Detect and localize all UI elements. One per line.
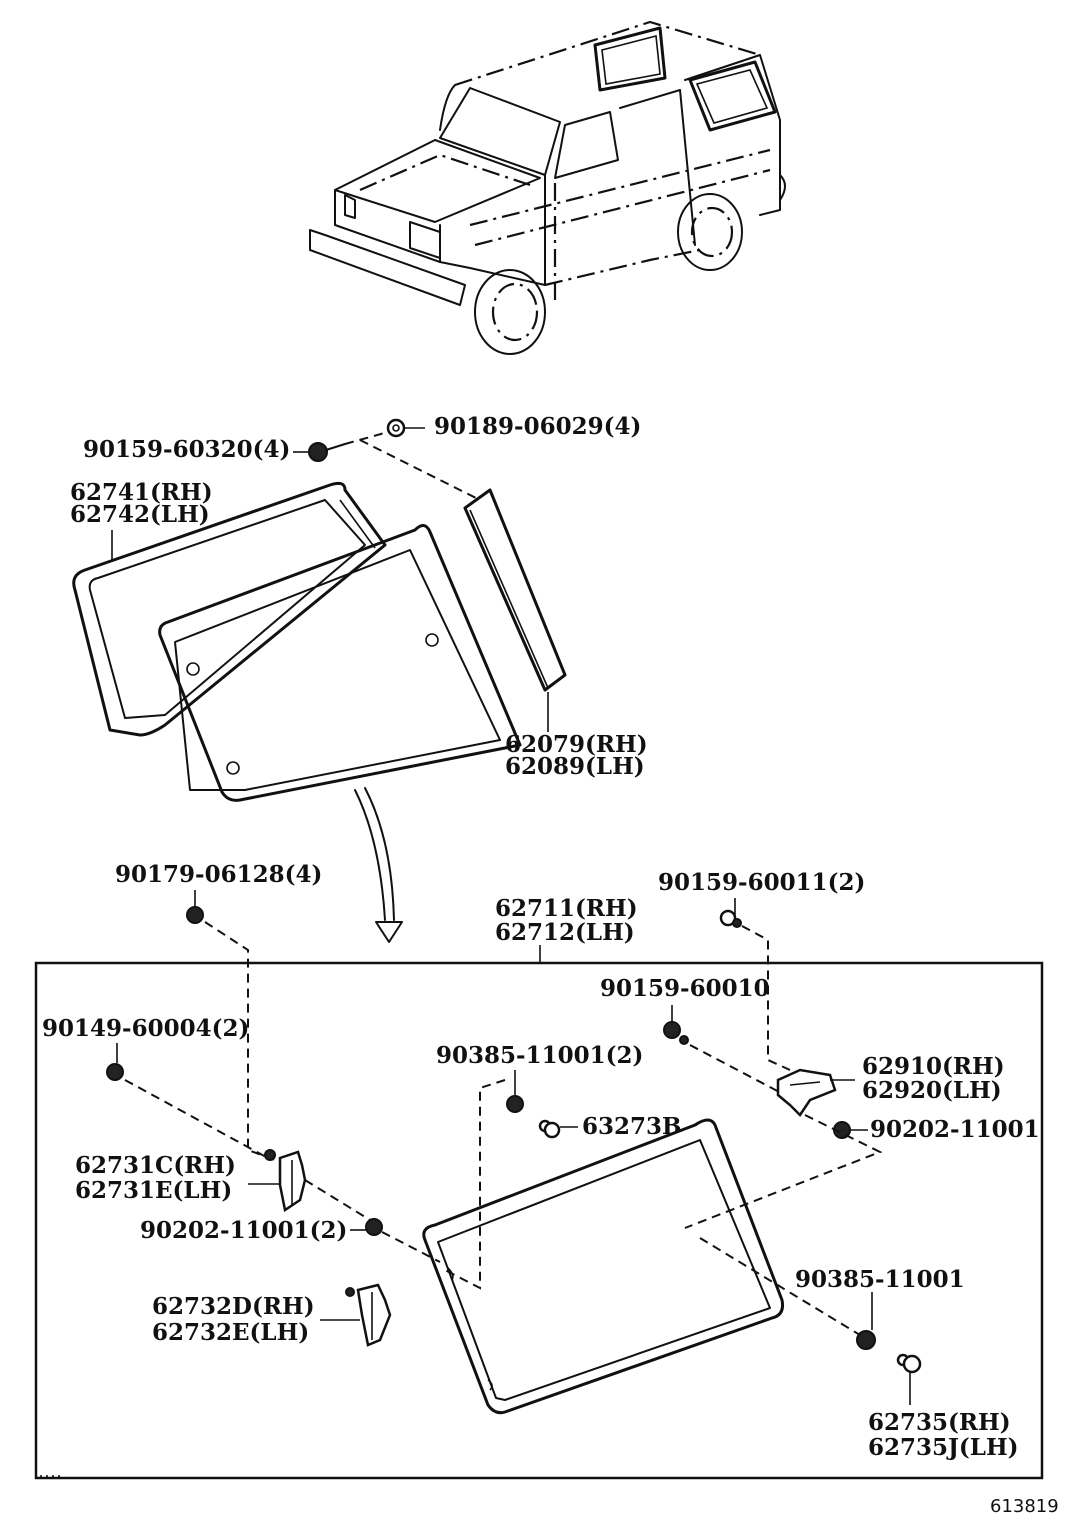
label-62910: 62910(RH): [862, 1053, 1005, 1080]
label-62712: 62712(LH): [495, 919, 635, 946]
label-90385-11001: 90385-11001: [795, 1266, 965, 1293]
hinge-62910-icon: [776, 1068, 837, 1117]
weatherstrip-62741-icon: [72, 481, 387, 737]
label-62711: 62711(RH): [495, 895, 638, 922]
label-90149-60004: 90149-60004(2): [42, 1015, 249, 1042]
grommet-63273B-icon: [538, 1119, 561, 1139]
label-62735J: 62735J(LH): [868, 1434, 1019, 1461]
illustration-number: 613819: [990, 1496, 1059, 1517]
label-90159-60011: 90159-60011(2): [658, 869, 865, 896]
stopper-62735-icon: [896, 1353, 922, 1374]
vehicle-overview-illustration: [309, 20, 786, 355]
label-90179-06128: 90179-06128(4): [115, 861, 322, 888]
screw-90159-60011-icon: [719, 898, 742, 928]
assembly-box: [34, 961, 1044, 1480]
label-62079: 62079(RH): [505, 731, 648, 758]
bolt-90159-60320-icon: [308, 442, 346, 462]
screw-90179-06128-icon: [186, 890, 204, 924]
assembly-direction-arrow-icon: [354, 787, 403, 943]
label-62741: 62741(RH): [70, 479, 213, 506]
clip-90385-11001-right-icon: [856, 1330, 876, 1350]
label-90159-60010: 90159-60010: [600, 975, 770, 1002]
quarter-glass-62711-icon: [422, 1118, 784, 1415]
label-62731C: 62731C(RH): [75, 1152, 236, 1179]
label-62732D: 62732D(RH): [152, 1293, 315, 1320]
label-62089: 62089(LH): [505, 753, 645, 780]
hinge-62731C-icon: [264, 1149, 307, 1213]
label-62920: 62920(LH): [862, 1077, 1002, 1104]
nut-90189-06029-icon: [386, 418, 406, 438]
label-90159-60320: 90159-60320(4): [83, 436, 290, 463]
label-90202-11001-right: 90202-11001: [870, 1116, 1040, 1143]
clip-90385-11001-icon: [506, 1070, 524, 1113]
label-62735: 62735(RH): [868, 1409, 1011, 1436]
label-90189-06029: 90189-06029(4): [434, 413, 641, 440]
label-90202-11001-2: 90202-11001(2): [140, 1217, 347, 1244]
screw-90159-60010-icon: [663, 1005, 689, 1045]
upper-assembly: [72, 418, 567, 943]
label-62732E: 62732E(LH): [152, 1319, 309, 1346]
garnish-62079-icon: [463, 488, 567, 692]
label-90385-11001-2: 90385-11001(2): [436, 1042, 643, 1069]
hinge-62732D-icon: [345, 1283, 392, 1347]
label-62742: 62742(LH): [70, 501, 210, 528]
nut-90202-11001-2-icon: [365, 1218, 383, 1236]
label-62731E: 62731E(LH): [75, 1177, 232, 1204]
screw-90149-60004-icon: [106, 1043, 124, 1081]
quarter-glass-upper-icon: [158, 524, 522, 802]
